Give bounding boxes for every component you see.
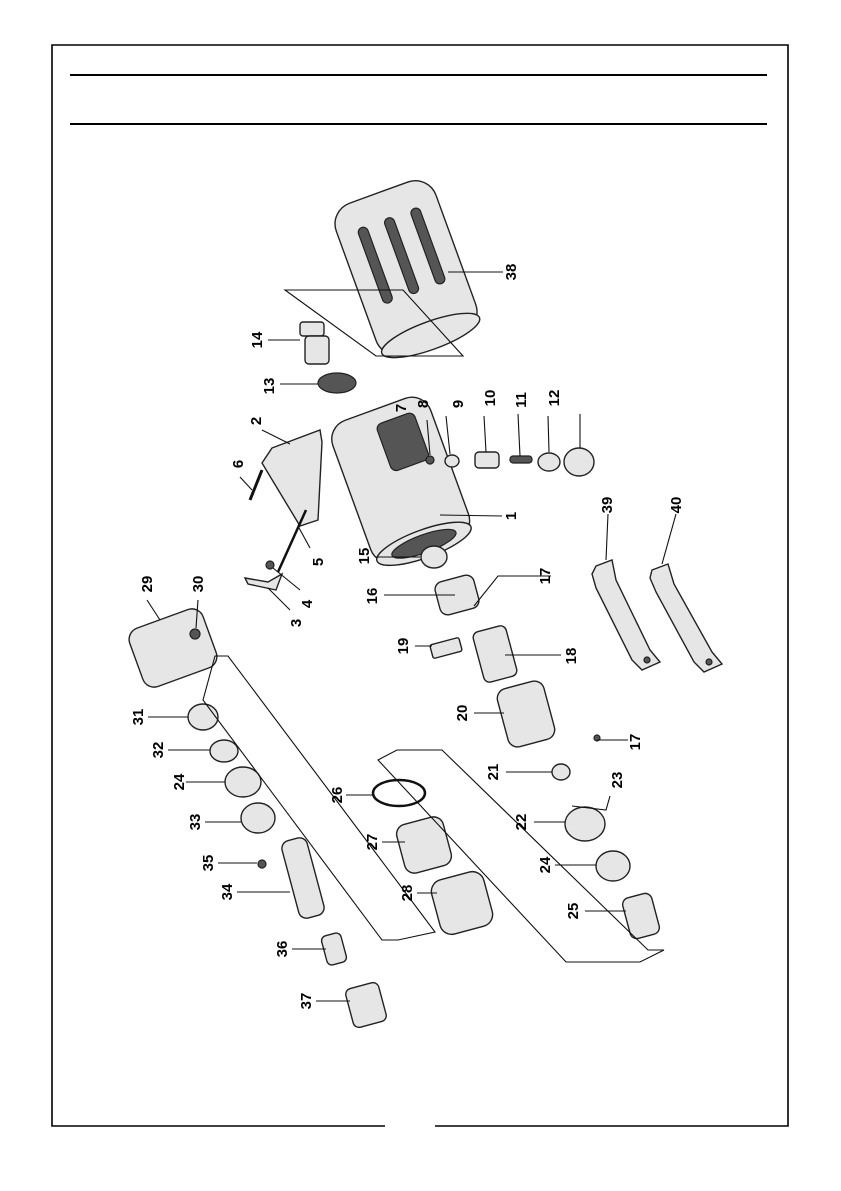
part-lever-pin (250, 470, 262, 500)
callout-36: 36 (274, 941, 291, 958)
part-rotor (472, 624, 518, 683)
part-bearing-31 (188, 704, 218, 730)
callout-24-left: 24 (171, 773, 188, 790)
callout-24-right: 24 (537, 856, 554, 873)
callout-5: 5 (310, 558, 327, 566)
part-washer (318, 373, 356, 393)
leader-40 (662, 514, 676, 564)
part-valve-stem (510, 456, 532, 463)
callout-29: 29 (139, 576, 156, 593)
callout-39: 39 (599, 497, 616, 514)
callout-13: 13 (261, 378, 278, 395)
callout-10: 10 (482, 390, 499, 407)
callout-23: 23 (609, 772, 626, 789)
callout-33: 33 (187, 814, 204, 831)
callout-14: 14 (249, 331, 266, 348)
leader-9 (484, 416, 486, 452)
callout-19: 19 (395, 638, 412, 655)
part-cylinder (495, 679, 557, 749)
leader-3 (268, 588, 290, 610)
callout-30: 30 (190, 576, 207, 593)
part-o-ring (445, 455, 459, 467)
leader-11 (548, 416, 549, 452)
callout-17-upper: 17 (537, 568, 554, 585)
part-bearing-24-left (225, 767, 261, 797)
part-collet-nut-37 (344, 981, 387, 1028)
part-air-inlet (300, 322, 329, 364)
callout-11: 11 (513, 392, 530, 408)
callout-38: 38 (503, 264, 520, 281)
leader-8 (446, 416, 450, 454)
part-end-nut (564, 448, 594, 476)
callout-2: 2 (248, 417, 265, 425)
part-gear-33 (241, 803, 275, 833)
leader-39 (606, 514, 608, 560)
spanner-40-hole (706, 659, 712, 665)
callout-9: 9 (450, 400, 467, 408)
callout-17-lower: 17 (627, 734, 644, 751)
part-lock-nut-28 (429, 869, 496, 937)
callout-15: 15 (356, 548, 373, 565)
part-lever (262, 430, 322, 526)
callout-40: 40 (668, 497, 685, 514)
part-ball (426, 456, 434, 464)
callout-27: 27 (364, 834, 381, 851)
callout-37: 37 (298, 993, 315, 1010)
part-valve-seat (475, 452, 499, 468)
callout-7: 7 (393, 404, 410, 412)
callout-32: 32 (150, 742, 167, 759)
part-spindle-34 (280, 836, 326, 920)
leader-10 (518, 414, 520, 456)
part-key-35 (258, 860, 266, 868)
part-washer-32 (210, 740, 238, 762)
part-bearing-24-right (596, 851, 630, 881)
callout-4: 4 (299, 599, 316, 608)
part-angle-head (126, 606, 221, 691)
leader-29 (147, 600, 160, 620)
part-bearing (421, 546, 447, 568)
callout-22: 22 (513, 814, 530, 831)
part-housing (326, 392, 477, 575)
part-small-bearing (552, 764, 570, 780)
part-grip-sleeve (329, 175, 485, 367)
leader-2 (262, 430, 290, 444)
callout-16: 16 (364, 588, 381, 605)
part-spacer-sleeve (621, 892, 661, 940)
callout-1: 1 (503, 512, 520, 520)
spanner-39-hole (644, 657, 650, 663)
callout-6: 6 (230, 460, 247, 468)
callout-3: 3 (288, 619, 305, 627)
callout-28: 28 (399, 885, 416, 902)
part-spring-cap (538, 453, 560, 471)
part-spanner-40 (650, 564, 722, 672)
callout-25: 25 (565, 903, 582, 920)
callout-34: 34 (219, 883, 236, 900)
part-bearing-plate (565, 807, 605, 841)
callout-8: 8 (415, 400, 432, 408)
leader-5 (298, 526, 310, 548)
part-vane (430, 637, 463, 658)
callout-21: 21 (485, 764, 502, 781)
callout-20: 20 (454, 705, 471, 722)
callout-18: 18 (563, 648, 580, 665)
callout-35: 35 (200, 855, 217, 872)
callout-26: 26 (329, 787, 346, 804)
part-lever-spring (278, 510, 306, 572)
part-clip-pin (266, 561, 274, 569)
leader-6 (240, 477, 252, 490)
part-grease-nipple (190, 629, 200, 639)
part-safety-clip (245, 574, 282, 590)
part-adapter-27 (394, 815, 453, 876)
callout-12: 12 (546, 390, 563, 407)
callout-31: 31 (130, 709, 147, 726)
